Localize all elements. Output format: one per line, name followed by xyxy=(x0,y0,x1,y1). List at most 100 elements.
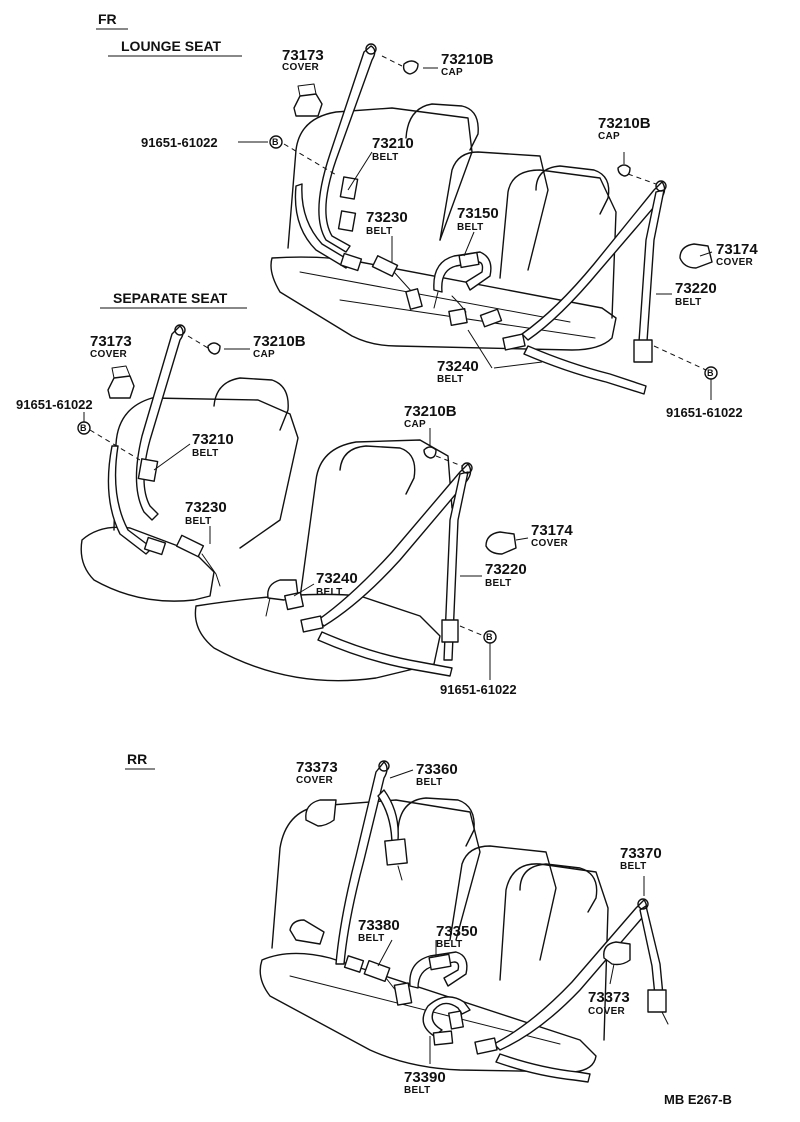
bolt-lounge-right-icon: B xyxy=(704,366,718,380)
part-name: COVER xyxy=(90,349,128,360)
part-label-73210b-separate: 73210B CAP xyxy=(253,333,306,360)
bolt-lounge-left-icon: B xyxy=(269,135,283,149)
part-label-73150: 73150 BELT xyxy=(457,205,499,233)
part-number: 73210 xyxy=(372,135,414,152)
part-number: 73210B xyxy=(253,333,306,350)
part-number: 91651-61022 xyxy=(440,682,517,697)
part-name: COVER xyxy=(282,62,320,73)
part-label-73174-separate: 73174 COVER xyxy=(531,522,573,549)
part-name: COVER xyxy=(531,538,569,549)
part-number: 73210B xyxy=(404,403,457,420)
part-name: COVER xyxy=(296,775,334,786)
part-name: CAP xyxy=(598,131,620,142)
part-label-91651-separate-left: 91651-61022 xyxy=(16,397,93,412)
part-number: 73174 xyxy=(716,241,758,258)
part-label-73373-rear-left: 73373 COVER xyxy=(296,759,338,786)
part-name: COVER xyxy=(716,257,754,268)
part-name: CAP xyxy=(253,349,275,360)
part-number: 73220 xyxy=(675,280,717,297)
bolt-separate-left-icon: B xyxy=(77,421,91,435)
heading-separate-seat: SEPARATE SEAT xyxy=(100,290,247,309)
heading-lounge-seat-text: LOUNGE SEAT xyxy=(121,38,222,54)
part-label-73240-lounge: 73240 BELT xyxy=(437,358,479,385)
part-name: BELT xyxy=(436,939,463,950)
part-name: BELT xyxy=(185,516,212,527)
rear-seat-drawing xyxy=(259,760,669,1083)
part-number: 73150 xyxy=(457,205,499,222)
part-label-73173-separate: 73173 COVER xyxy=(90,333,132,360)
part-number: 73240 xyxy=(437,358,479,375)
dashed-reference-lines xyxy=(89,55,707,637)
part-number: 73370 xyxy=(620,845,662,862)
part-number: 73230 xyxy=(185,499,227,516)
part-label-73220-lounge: 73220 BELT xyxy=(675,280,717,308)
part-label-73210-separate: 73210 BELT xyxy=(192,431,234,459)
part-label-73210b-lounge: 73210B CAP xyxy=(441,51,494,78)
separate-seat-drawing xyxy=(80,324,473,682)
cover-73373-rear-right-icon xyxy=(603,941,631,966)
bolt-separate-right-icon: B xyxy=(483,630,497,644)
heading-front: FR xyxy=(96,11,128,30)
part-number: 73210 xyxy=(192,431,234,448)
part-name: BELT xyxy=(485,578,512,589)
part-number: 73373 xyxy=(296,759,338,776)
part-label-91651-lounge-right: 91651-61022 xyxy=(666,405,743,420)
part-name: BELT xyxy=(358,933,385,944)
part-number: 91651-61022 xyxy=(141,135,218,150)
part-label-73390: 73390 BELT xyxy=(404,1069,446,1096)
part-name: COVER xyxy=(588,1006,626,1017)
part-name: BELT xyxy=(457,222,484,233)
part-label-73380: 73380 BELT xyxy=(358,917,400,944)
part-name: CAP xyxy=(441,67,463,78)
part-label-73350: 73350 BELT xyxy=(436,923,478,950)
part-label-91651-separate-right: 91651-61022 xyxy=(440,682,517,697)
part-name: BELT xyxy=(372,152,399,163)
cap-73210b-lounge-icon xyxy=(402,60,419,75)
part-number: 73350 xyxy=(436,923,478,940)
bolt-letter: B xyxy=(80,423,87,433)
part-label-73230-separate: 73230 BELT xyxy=(185,499,227,527)
heading-front-text: FR xyxy=(98,11,117,27)
part-number: 73210B xyxy=(598,115,651,132)
part-number: 73173 xyxy=(90,333,132,350)
part-name: BELT xyxy=(675,297,702,308)
part-name: CAP xyxy=(404,419,426,430)
part-number: 73220 xyxy=(485,561,527,578)
part-name: BELT xyxy=(404,1085,431,1096)
part-number: 73390 xyxy=(404,1069,446,1086)
part-label-73210-lounge: 73210 BELT xyxy=(372,135,414,163)
part-name: BELT xyxy=(416,777,443,788)
figure-reference: MB E267-B xyxy=(664,1092,732,1107)
cover-73174-separate-icon xyxy=(485,531,517,555)
part-label-73173-lounge: 73173 COVER xyxy=(282,47,324,73)
heading-separate-seat-text: SEPARATE SEAT xyxy=(113,290,228,306)
heading-rear: RR xyxy=(125,751,155,770)
bolt-letter: B xyxy=(272,137,279,147)
cover-73373-rear-left-icon xyxy=(305,799,337,827)
part-label-73220-separate: 73220 BELT xyxy=(485,561,527,589)
part-number: 73240 xyxy=(316,570,358,587)
bolt-letter: B xyxy=(486,632,493,642)
part-number: 91651-61022 xyxy=(16,397,93,412)
part-label-73210b-lounge-right: 73210B CAP xyxy=(598,115,651,142)
part-label-73210b-separate-right: 73210B CAP xyxy=(404,403,457,430)
cap-73210b-separate-icon xyxy=(207,342,221,355)
cap-73210b-separate-right-icon xyxy=(423,446,437,459)
part-name: BELT xyxy=(620,861,647,872)
part-number: 91651-61022 xyxy=(666,405,743,420)
cover-73174-lounge-icon xyxy=(679,243,713,269)
part-number: 73373 xyxy=(588,989,630,1006)
callout-leaders xyxy=(83,67,713,1064)
part-label-73373-rear-right: 73373 COVER xyxy=(588,989,630,1017)
heading-rear-text: RR xyxy=(127,751,147,767)
part-label-73370: 73370 BELT xyxy=(620,845,662,872)
part-name: BELT xyxy=(316,587,343,598)
part-number: 73210B xyxy=(441,51,494,68)
part-name: BELT xyxy=(437,374,464,385)
part-label-91651-lounge-left: 91651-61022 xyxy=(141,135,218,150)
part-label-73230-lounge: 73230 BELT xyxy=(366,209,408,237)
part-number: 73173 xyxy=(282,47,324,64)
part-label-73240-separate: 73240 BELT xyxy=(316,570,358,598)
part-name: BELT xyxy=(366,226,393,237)
